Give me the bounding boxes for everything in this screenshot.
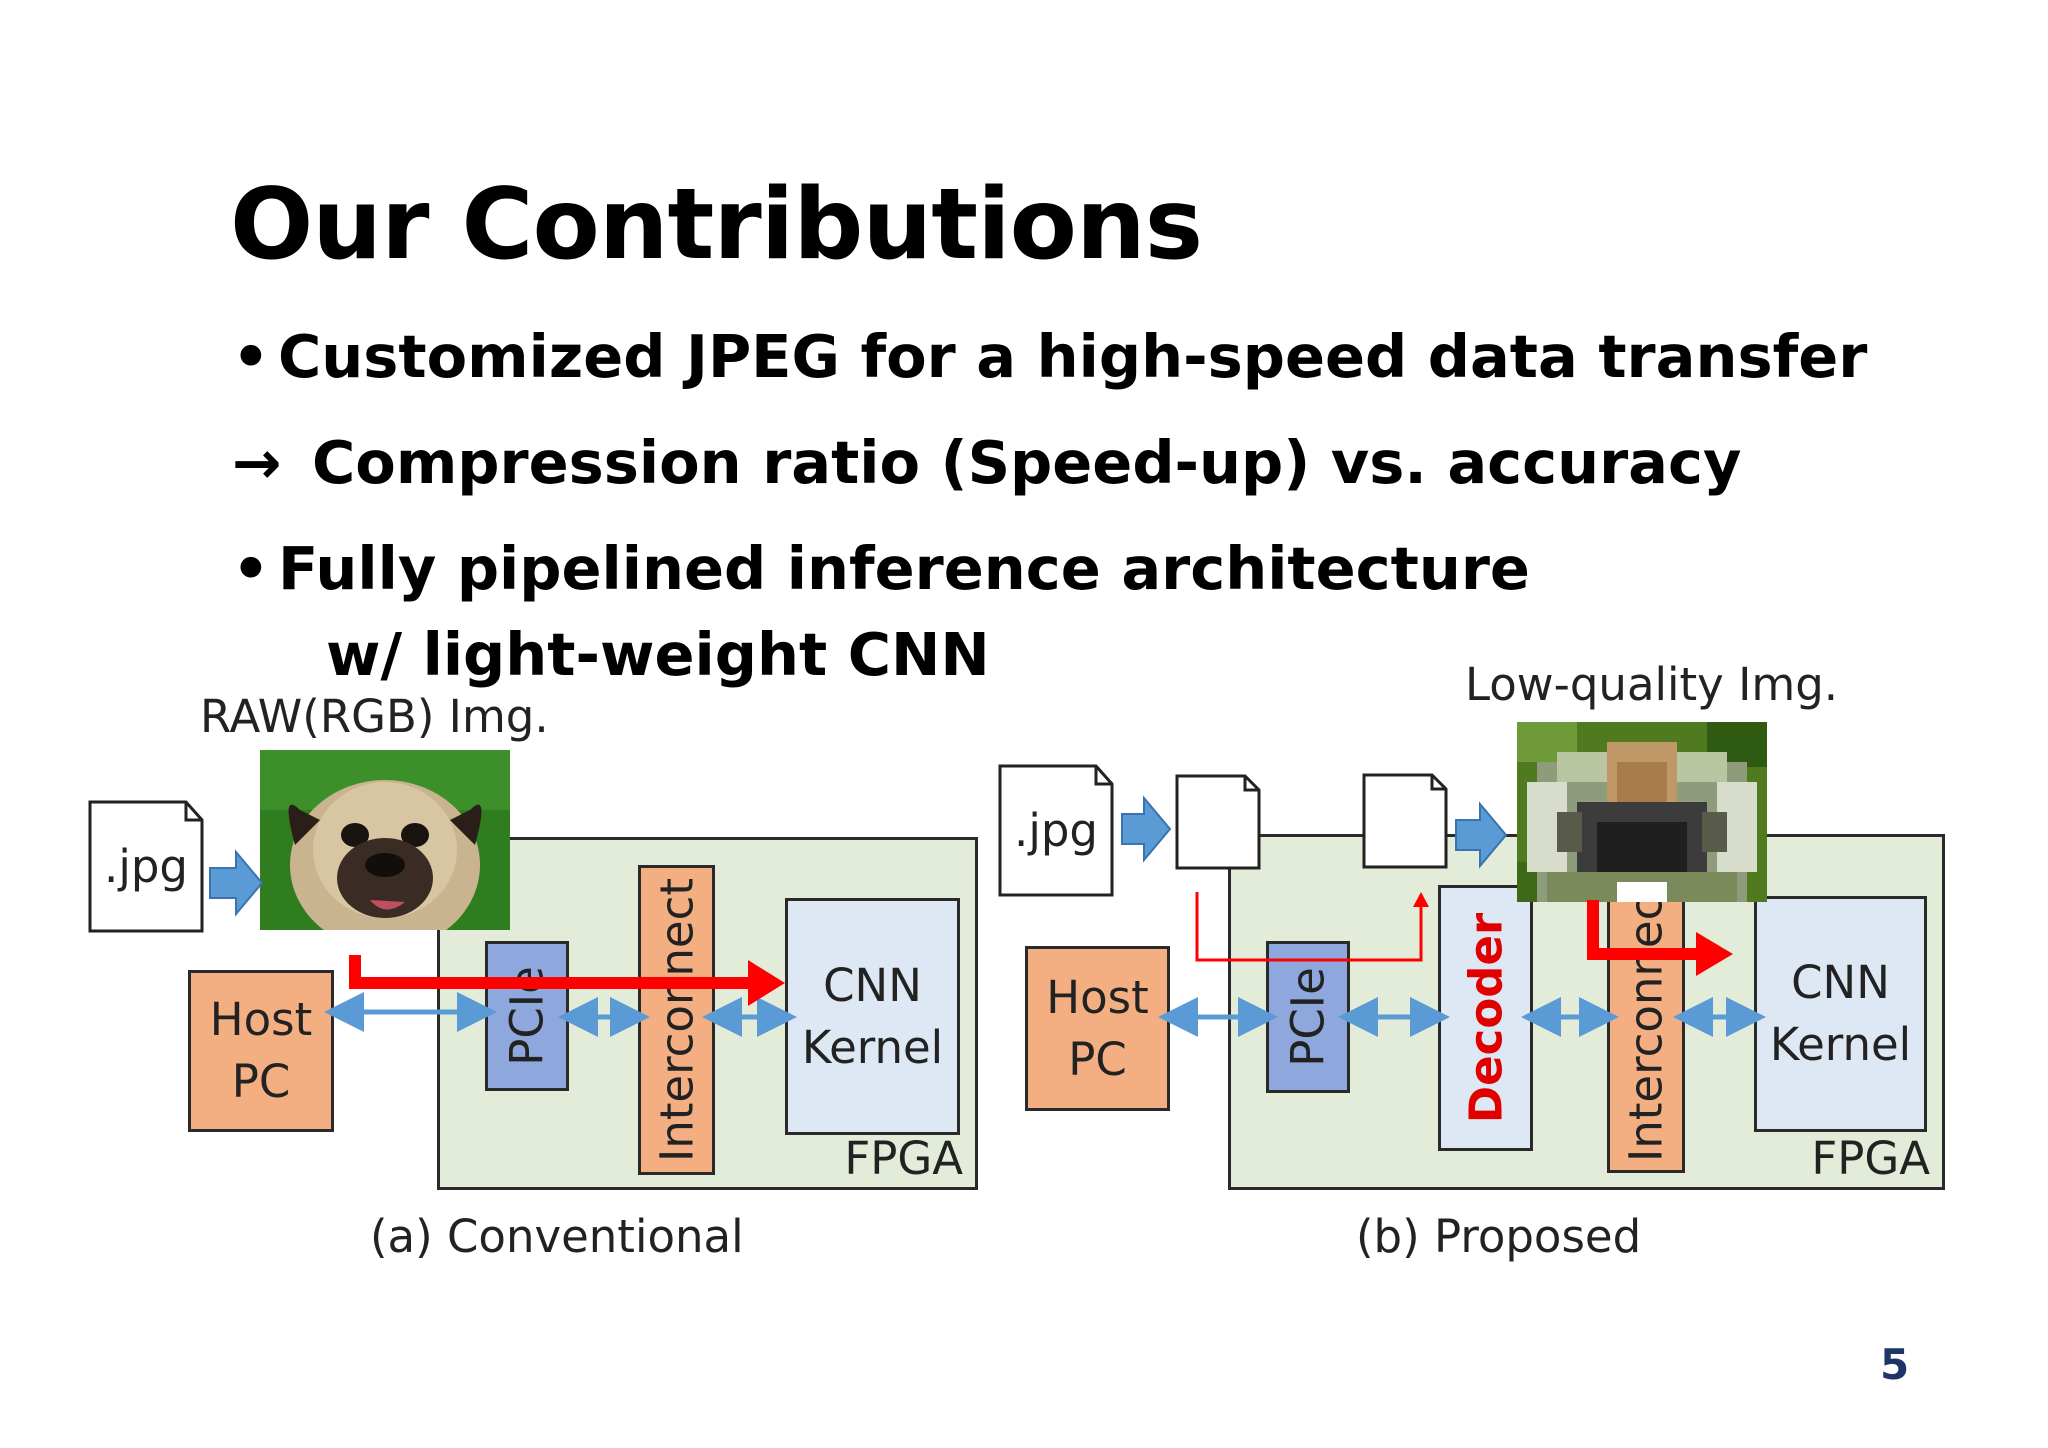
slide-title: Our Contributions [230,168,1203,282]
blank-file-b-1 [1175,774,1261,870]
caption-proposed: (b) Proposed [1356,1210,1642,1263]
block-arrow-a [209,849,264,917]
low-quality-image-label: Low-quality Img. [1465,658,1839,711]
document-icon [998,764,1114,897]
cnn-kernel-a-line2: Kernel [801,1020,944,1074]
document-icon [1175,774,1261,870]
bullet-2-marker: → [232,428,282,497]
host-pc-a-line1: Host [209,993,313,1046]
host-pc-a: Host PC [188,970,334,1132]
cnn-kernel-b-line1: CNN [1791,956,1890,1009]
fpga-label-b: FPGA [1811,1132,1930,1185]
decoder-b: Decoder [1438,885,1533,1151]
host-pc-b: Host PC [1025,946,1170,1111]
raw-image-label: RAW(RGB) Img. [200,690,549,743]
bullet-3-continuation: w/ light-weight CNN [326,620,990,689]
cnn-kernel-b-line2: Kernel [1769,1018,1912,1071]
fpga-label-a: FPGA [844,1132,963,1185]
document-icon [88,800,204,933]
jpg-file-b: .jpg [998,764,1114,897]
caption-conventional: (a) Conventional [370,1210,744,1263]
red-datapath-a [349,955,785,1006]
pug-photo-raw [260,750,510,930]
bullet-3-text: Fully pipelined inference architecture [278,534,1530,603]
bullet-1: •Customized JPEG for a high-speed data t… [232,322,1867,391]
bullet-3: •Fully pipelined inference architecture [232,534,1530,603]
pug-photo-lowquality [1517,722,1767,902]
host-pc-b-line1: Host [1046,970,1149,1024]
bullet-3-marker: • [232,534,270,603]
red-datapath-b [1587,900,1733,976]
page-number: 5 [1880,1340,1910,1389]
cnn-kernel-b: CNN Kernel [1754,896,1927,1132]
document-icon [1362,773,1448,869]
cnn-kernel-a-line1: CNN [823,958,922,1012]
host-pc-b-line2: PC [1068,1032,1127,1086]
host-pc-a-line2: PC [231,1055,291,1108]
red-path-to-decoder-b [1195,892,1429,962]
jpg-file-a: .jpg [88,800,204,933]
blank-file-b-2 [1362,773,1448,869]
jpg-file-b-label: .jpg [1014,804,1098,857]
jpg-file-a-label: .jpg [104,840,188,893]
bullet-1-marker: • [232,322,270,391]
bullet-2: → Compression ratio (Speed-up) vs. accura… [232,428,1741,497]
bullet-2-text: Compression ratio (Speed-up) vs. accurac… [312,428,1742,497]
block-arrow-b-2 [1455,801,1508,869]
cnn-kernel-a: CNN Kernel [785,898,960,1135]
bullet-1-text: Customized JPEG for a high-speed data tr… [278,322,1868,391]
block-arrow-b-1 [1121,795,1172,863]
